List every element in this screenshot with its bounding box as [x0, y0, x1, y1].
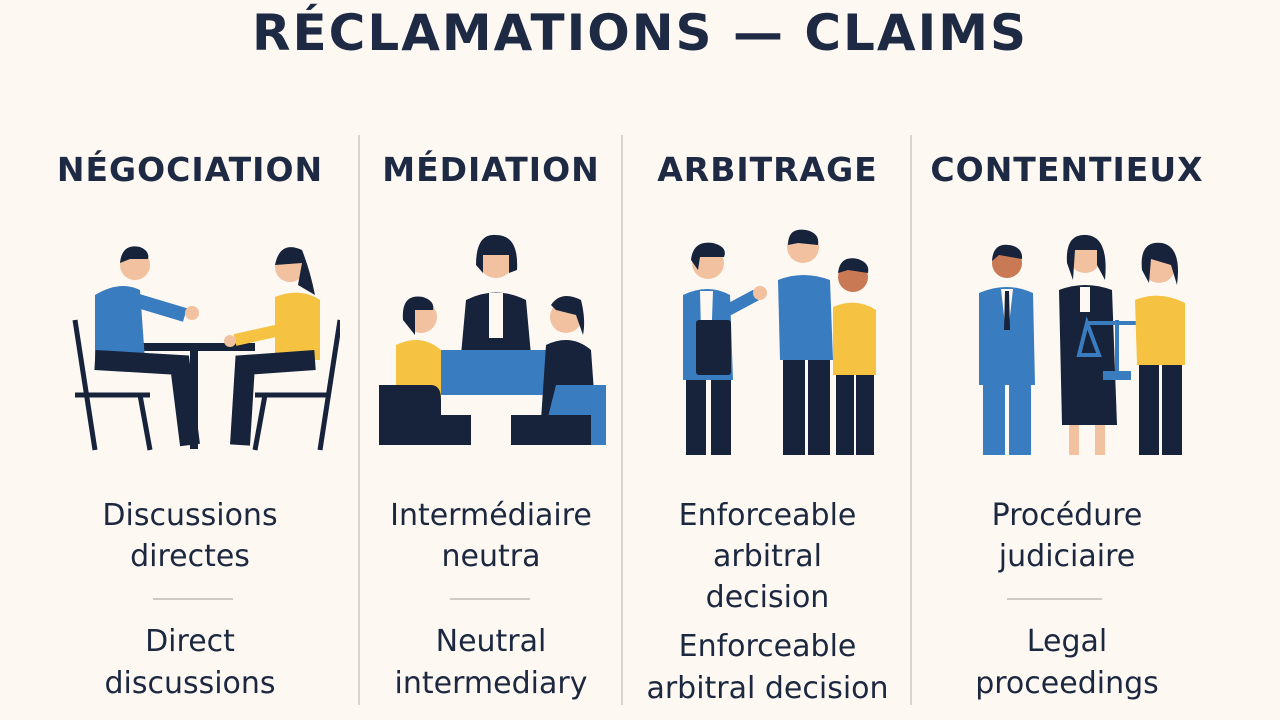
party-right-icon: [511, 296, 606, 445]
text-separator: [1007, 598, 1102, 600]
judge-icon: [1059, 234, 1117, 455]
column-divider: [621, 135, 623, 705]
column-heading: ARBITRAGE: [657, 150, 878, 189]
text-separator: [450, 598, 530, 600]
column-heading: MÉDIATION: [382, 150, 600, 189]
mediation-illustration: [360, 225, 622, 460]
column-divider: [358, 135, 360, 705]
litigation-illustration: [912, 225, 1222, 460]
table-icon: [431, 350, 561, 395]
arbitrage-illustration: [623, 225, 912, 460]
mediator-icon: [461, 234, 531, 355]
page-title: RÉCLAMATIONS — CLAIMS: [252, 4, 1028, 62]
party-blue-icon: [777, 229, 833, 455]
lawyer-icon: [979, 244, 1035, 455]
column-divider: [910, 135, 912, 705]
negotiation-illustration: [20, 225, 360, 460]
text-separator: [153, 598, 233, 600]
person-right-icon: [224, 247, 340, 451]
plaintiff-icon: [1135, 242, 1185, 455]
column-heading: NÉGOCIATION: [56, 150, 324, 189]
party-left-icon: [379, 296, 471, 445]
column-heading: CONTENTIEUX: [930, 150, 1204, 189]
column-contentieux: CONTENTIEUX P: [912, 0, 1222, 720]
party-yellow-icon: [832, 258, 876, 455]
arbitrator-icon: [682, 242, 767, 455]
person-left-icon: [72, 246, 200, 451]
